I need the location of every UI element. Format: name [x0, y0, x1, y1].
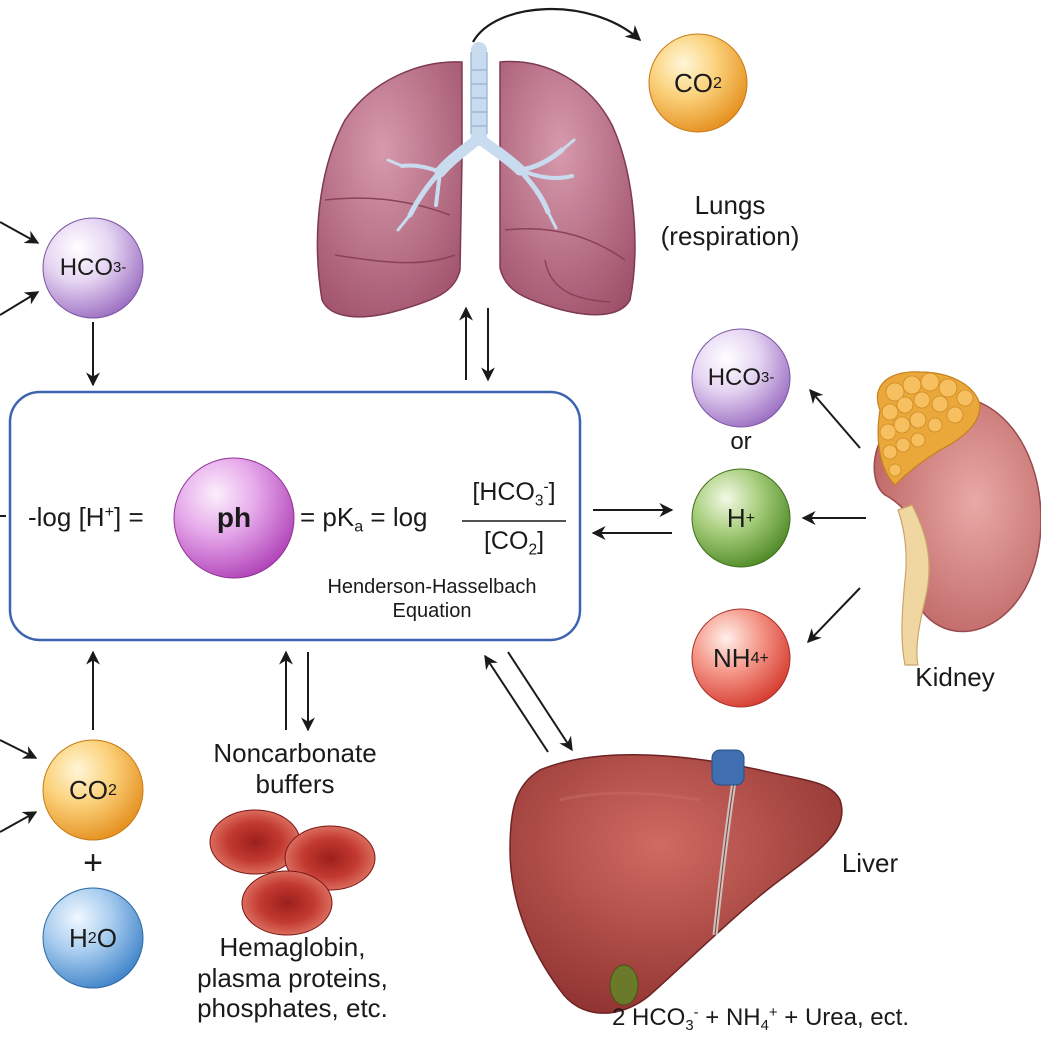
equation-mid: = pKa = log: [300, 502, 428, 536]
liver-products-a-sup: -: [693, 1004, 699, 1021]
h-plus-label: H+: [726, 502, 756, 533]
lungs-label-line-1: Lungs: [694, 190, 766, 220]
buffers-list-label: Hemaglobin, plasma proteins, phosphates,…: [165, 932, 420, 1024]
or-label: or: [730, 428, 752, 455]
liver-products-b-sub: 4: [760, 1018, 769, 1035]
equation-mid-b: = log: [363, 502, 428, 532]
equation-caption-line-2: Equation: [392, 599, 472, 622]
arrow-into-co2-b: [0, 811, 38, 833]
liver-products-a: 2 HCO: [612, 1004, 686, 1031]
h-plus-base: H: [726, 502, 746, 533]
noncarbonate-line-1: Noncarbonate: [213, 738, 377, 768]
hco3-right-ball: [691, 328, 791, 428]
co2-bottom-ball: [42, 739, 144, 841]
equation-lhs: -log [H+] =: [28, 502, 144, 533]
h2o-ball: [42, 887, 144, 989]
lungs-label: Lungs (respiration): [620, 190, 840, 251]
buffers-list-line-3: phosphates, etc.: [197, 993, 388, 1024]
arrow-into-co2-a: [0, 739, 38, 759]
equation-caption-line-1: Henderson-Hasselbach: [327, 576, 537, 598]
ph-ball: [173, 457, 295, 579]
h2o-pre: H: [69, 922, 88, 953]
red-blood-cells-illustration: [209, 809, 376, 936]
co2-bottom-base: CO: [69, 774, 109, 805]
equation-lhs-sup: +: [104, 503, 114, 522]
arrow-into-hco3-left-a: [0, 221, 40, 244]
liver-illustration: [509, 749, 843, 1014]
equation-mid-a: = pK: [300, 502, 355, 532]
arrow-liver-to-box: [484, 654, 549, 753]
buffers-list-line-2: plasma proteins,: [197, 962, 388, 993]
lungs-label-line-2: (respiration): [660, 220, 800, 251]
ph-label: ph: [216, 502, 252, 533]
equation-num-b: ]: [548, 478, 556, 506]
equation-lhs-b: ] =: [114, 502, 144, 532]
equation-box: [8, 390, 582, 642]
arrow-into-hco3-left-b: [0, 291, 40, 316]
liver-products-a-sub: 3: [685, 1018, 694, 1035]
buffers-list-line-1: Hemaglobin,: [219, 932, 366, 962]
equation-caption: Henderson-Hasselbach Equation: [282, 576, 582, 623]
liver-products-b-sup: +: [768, 1004, 778, 1021]
co2-top-ball: [648, 33, 748, 133]
liver-products-label: 2 HCO3- + NH4+ + Urea, ect.: [612, 1004, 909, 1035]
liver-label: Liver: [841, 848, 899, 878]
equation-mid-sub: a: [354, 517, 364, 536]
kidney-illustration: [873, 371, 1041, 666]
equation-den-sub: 2: [528, 541, 538, 559]
arrow-kidney-to-hco3: [809, 388, 861, 449]
equation-den-b: ]: [537, 527, 545, 555]
equation-den-a: [CO: [483, 527, 529, 555]
equation-numerator: [HCO3-]: [462, 478, 566, 510]
arrow-box-to-liver: [507, 651, 573, 752]
arrow-kidney-to-nh4: [807, 587, 861, 644]
nh4-base: NH: [713, 642, 751, 673]
liver-products-c: + Urea, ect.: [777, 1004, 909, 1031]
plus-sign: +: [83, 844, 103, 882]
equation-lhs-a: -log [H: [28, 502, 105, 532]
equation-num-a: [HCO: [472, 478, 535, 506]
lungs-illustration: [316, 42, 636, 318]
noncarbonate-line-2: buffers: [255, 768, 335, 799]
lungs-to-co2-arrow: [472, 7, 642, 43]
liver-products-b: + NH: [698, 1004, 761, 1031]
kidney-label: Kidney: [915, 662, 995, 692]
equation-denominator: [CO2]: [462, 527, 566, 559]
co2-top-base: CO: [674, 67, 714, 98]
h-plus-ball: [691, 468, 791, 568]
nh4-ball: [691, 608, 791, 708]
equation-num-sup: -: [543, 478, 549, 496]
hco3-right-base: HCO: [707, 364, 762, 391]
h2o-post: O: [96, 922, 117, 953]
noncarbonate-buffers-label: Noncarbonate buffers: [180, 738, 410, 799]
hco3-left-base: HCO: [59, 254, 114, 281]
hco3-left-ball: [42, 217, 144, 319]
equation-num-sub: 3: [534, 492, 544, 510]
flow-arrows: [0, 221, 866, 833]
